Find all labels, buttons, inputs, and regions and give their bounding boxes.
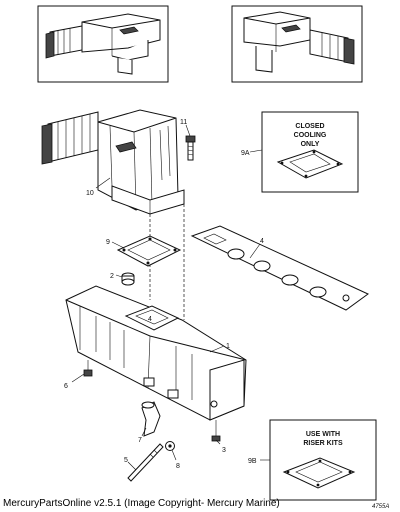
- reference-box-elbow-right: [231, 5, 363, 83]
- part-callouts: 10 11 9A 9 2 4 1 6 7 3 5 8 9B: [64, 119, 264, 470]
- leader-lines: [71, 124, 270, 471]
- note-line: ONLY: [301, 141, 320, 148]
- part-drain-plug: [211, 420, 221, 442]
- riser-kits-note-box: USE WITH RISER KITS: [269, 419, 377, 501]
- part-number-label-inline: 4: [148, 316, 152, 323]
- callout-1: 1: [226, 343, 230, 350]
- drawing-number: 4755A: [372, 504, 389, 510]
- callout-2: 2: [110, 273, 114, 280]
- part-plug: [121, 272, 135, 286]
- part-stud-bolt: [127, 443, 164, 482]
- part-bolt: [185, 135, 196, 161]
- callout-3: 3: [222, 447, 226, 454]
- part-nut: [165, 441, 175, 451]
- closed-cooling-note-box: CLOSED COOLING ONLY: [261, 111, 359, 193]
- callout-10: 10: [86, 190, 94, 197]
- callout-8: 8: [176, 463, 180, 470]
- copyright-footer: MercuryPartsOnline v2.5.1 (Image Copyrig…: [3, 498, 280, 509]
- part-gasket: [116, 235, 182, 267]
- callout-11: 11: [180, 119, 187, 126]
- callout-5: 5: [124, 457, 128, 464]
- callout-9a: 9A: [241, 150, 250, 157]
- callout-7: 7: [138, 437, 142, 444]
- note-line: CLOSED: [295, 123, 324, 130]
- callout-6: 6: [64, 383, 68, 390]
- note-line: RISER KITS: [303, 440, 343, 447]
- note-line: COOLING: [294, 132, 327, 139]
- callout-9: 9: [106, 239, 110, 246]
- part-hose-elbow: [141, 401, 161, 437]
- part-fitting: [83, 360, 93, 377]
- part-exhaust-manifold: 4: [65, 285, 247, 421]
- callout-9b: 9B: [248, 458, 257, 465]
- note-line: USE WITH: [306, 431, 340, 438]
- part-manifold-gasket: [190, 225, 369, 311]
- reference-box-elbow-left: [37, 5, 169, 83]
- callout-4: 4: [260, 238, 264, 245]
- part-exhaust-elbow: [41, 109, 185, 215]
